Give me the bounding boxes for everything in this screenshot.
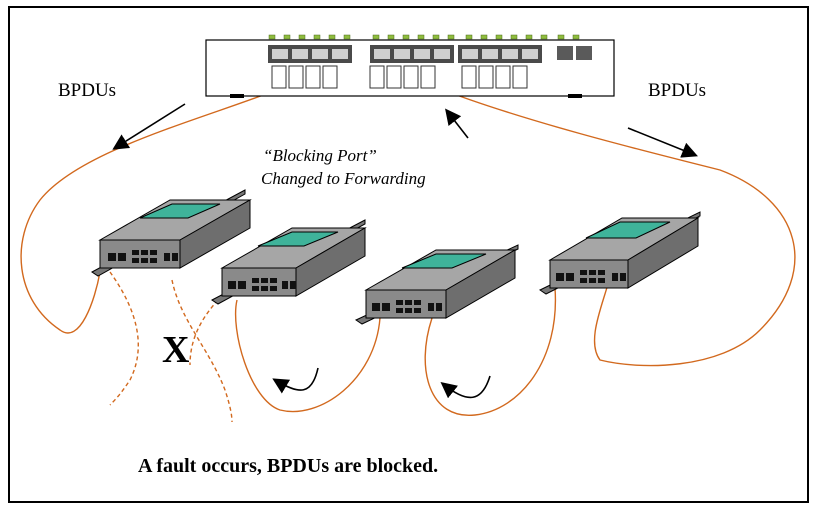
main-switch-icon	[205, 34, 615, 98]
cable-broken-b	[171, 279, 233, 423]
diagram-caption: A fault occurs, BPDUs are blocked.	[138, 455, 439, 477]
cable-right-loop	[437, 87, 796, 367]
arrow-icon	[445, 108, 469, 139]
network-device-icon	[91, 189, 252, 277]
arrow-icon	[440, 375, 491, 399]
blocking-port-label: “Blocking Port”	[263, 146, 377, 165]
network-device-icon	[211, 219, 367, 305]
cable-broken-c	[189, 299, 219, 366]
bpdu-arrows	[112, 103, 698, 399]
cable-broken-a	[109, 271, 139, 406]
bpdu-label-left: BPDUs	[58, 80, 117, 101]
arrow-icon	[272, 367, 319, 394]
bpdu-label-right: BPDUs	[648, 80, 707, 101]
cable-device3-device4	[424, 287, 557, 416]
arrow-icon	[112, 103, 186, 150]
forwarding-label: Changed to Forwarding	[261, 169, 426, 188]
arrow-icon	[627, 127, 698, 158]
cable-left-loop	[20, 87, 283, 334]
fault-mark: X	[162, 329, 190, 371]
network-device-icon	[354, 244, 519, 325]
network-device-icon	[538, 211, 701, 295]
cable-device2-device3	[234, 299, 381, 413]
cable-lines	[20, 87, 796, 423]
